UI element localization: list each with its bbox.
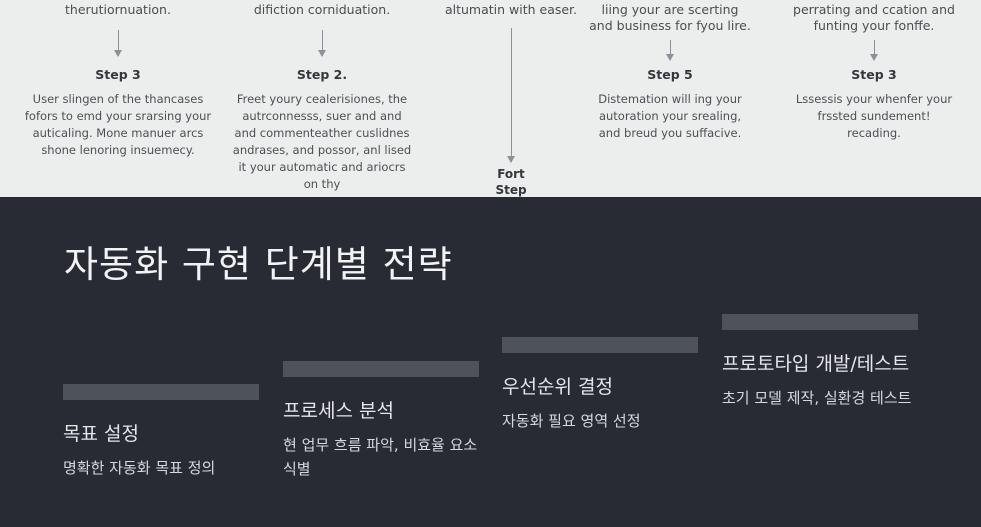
card-subtitle: 자동화 필요 영역 선정	[502, 412, 641, 430]
diagram-column-4: liing your are scerting and business for…	[588, 0, 752, 197]
diagram-column-3: altumatin with easer. Fort Step 4	[430, 0, 592, 197]
diagram-step-desc: Lssessis your whenfer your frssted sunde…	[795, 92, 953, 140]
card-title: 목표 설정	[63, 423, 139, 445]
card-accent-bar	[502, 337, 698, 353]
diagram-step-desc: Freet youry cealerisiones, the autrconne…	[232, 92, 412, 191]
card-accent-bar	[63, 384, 259, 400]
diagram-step-desc: User slingen of the thancases fofors to …	[24, 92, 212, 157]
card-subtitle: 현 업무 흐름 파악, 비효율 요소 식별	[283, 436, 478, 478]
card-subtitle: 초기 모델 제작, 실환경 테스트	[722, 389, 912, 407]
page-title: 자동화 구현 단계별 전략	[64, 243, 453, 286]
card-accent-bar	[722, 314, 918, 330]
diagram-step-label: Step 2.	[296, 67, 348, 82]
diagram-column-2: difiction corniduation. Step 2. Freet yo…	[232, 0, 412, 197]
strategy-card-1: 목표 설정 명확한 자동화 목표 정의	[63, 384, 263, 480]
strategy-card-2: 프로세스 분석 현 업무 흐름 파악, 비효율 요소 식별	[283, 361, 483, 481]
card-subtitle: 명확한 자동화 목표 정의	[63, 459, 216, 477]
card-title: 프로세스 분석	[283, 400, 394, 422]
strategy-card-3: 우선순위 결정 자동화 필요 영역 선정	[502, 337, 702, 433]
slide-panel	[0, 197, 981, 527]
process-diagram-image: therutiornuation. Step 3 User slingen of…	[0, 0, 981, 197]
down-arrow-icon	[318, 30, 326, 57]
diagram-step-desc: Distemation will ing your autoration you…	[598, 92, 742, 140]
diagram-step-label: Step 3	[95, 67, 141, 82]
down-arrow-icon	[870, 40, 878, 61]
diagram-column-5: perrating and ccation and funting your f…	[792, 0, 956, 197]
diagram-caption: altumatin with easer.	[444, 2, 578, 17]
diagram-step-label: Step 5	[647, 67, 693, 82]
down-arrow-icon	[114, 30, 122, 57]
card-accent-bar	[283, 361, 479, 377]
diagram-caption: difiction corniduation.	[253, 2, 391, 17]
diagram-caption: therutiornuation.	[65, 2, 171, 17]
diagram-column-1: therutiornuation. Step 3 User slingen of…	[20, 0, 216, 197]
diagram-step-label: Step 3	[851, 67, 897, 82]
down-arrow-icon	[507, 28, 515, 163]
diagram-caption: perrating and ccation and funting your f…	[793, 2, 955, 33]
card-title: 우선순위 결정	[502, 376, 613, 398]
down-arrow-icon	[666, 40, 674, 61]
diagram-caption: liing your are scerting and business for…	[589, 2, 751, 33]
card-title: 프로토타입 개발/테스트	[722, 353, 910, 375]
diagram-step-label: Fort Step 4	[495, 167, 527, 197]
strategy-card-4: 프로토타입 개발/테스트 초기 모델 제작, 실환경 테스트	[722, 314, 922, 410]
